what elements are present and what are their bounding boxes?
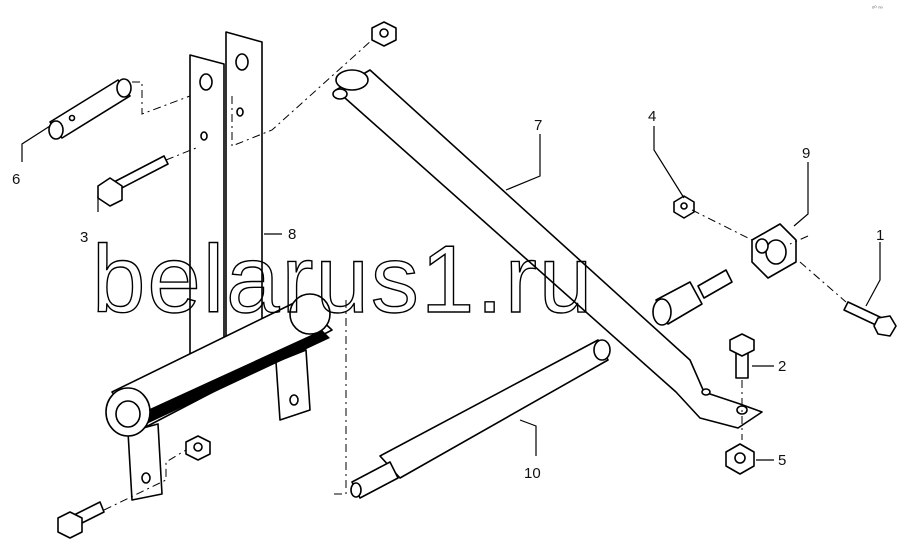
part-1-bolt — [843, 301, 897, 337]
part-labels: 1 2 3 4 5 6 7 8 9 10 — [12, 108, 884, 482]
label-1: 1 — [876, 227, 884, 244]
label-2: 2 — [778, 358, 786, 375]
label-5: 5 — [778, 452, 786, 469]
part-9-clamp — [751, 223, 797, 279]
part-8-bracket — [127, 31, 311, 501]
lower-left-nut — [185, 435, 211, 461]
part-6-pin — [48, 78, 132, 140]
part-3-bolt — [97, 155, 169, 207]
arm-pin — [652, 269, 733, 326]
leader-lines — [21, 125, 881, 461]
part-10-rod — [350, 339, 611, 499]
part-2-bolt — [729, 333, 755, 379]
part-5-nut — [725, 443, 755, 475]
label-10: 10 — [524, 465, 541, 482]
cross-tube — [105, 293, 333, 437]
label-3: 3 — [80, 229, 88, 246]
label-9: 9 — [802, 145, 810, 162]
label-4: 4 — [648, 108, 656, 125]
part-7-arm — [332, 69, 763, 429]
label-8: 8 — [288, 226, 296, 243]
corner-mark: ᵒ⁰ ⁿⁿ — [872, 5, 883, 12]
assembly-lines — [103, 39, 847, 511]
part-4-nut — [673, 195, 695, 219]
top-nut — [371, 21, 397, 47]
label-7: 7 — [534, 117, 542, 134]
watermark-text: belarus1.ru — [92, 226, 594, 333]
label-6: 6 — [12, 171, 20, 188]
lower-left-bolt — [57, 501, 105, 539]
